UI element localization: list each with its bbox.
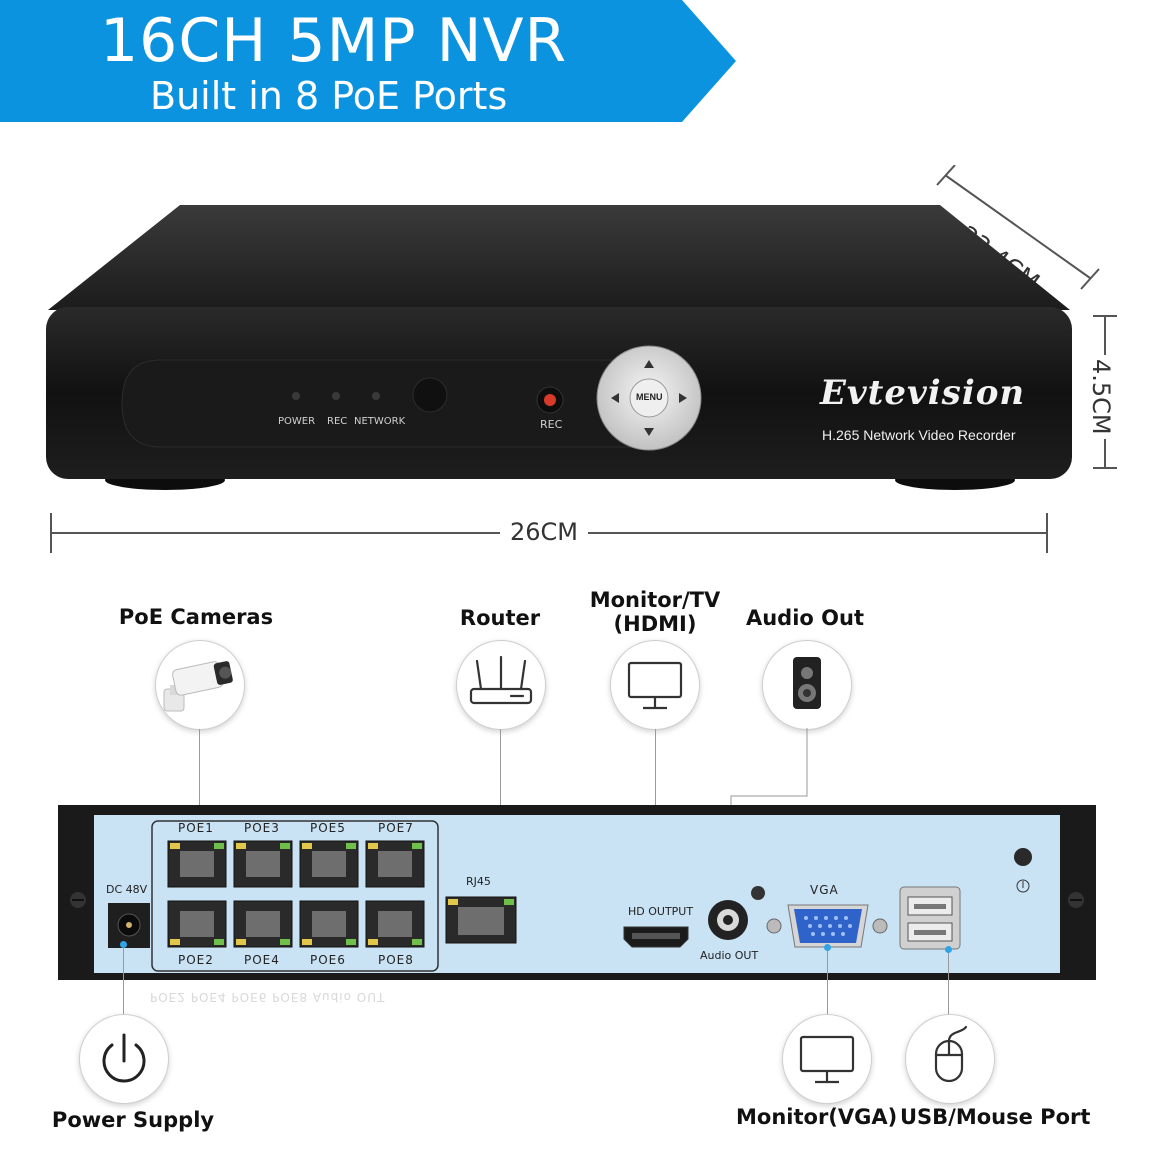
vga-connector-dot — [824, 944, 831, 951]
depth-dimension-line — [936, 165, 1100, 290]
header-banner: 16CH 5MP NVR Built in 8 PoE Ports — [0, 0, 740, 122]
rec-button-label: REC — [540, 418, 563, 431]
nvr-front-view: POWER REC NETWORK REC MENU Evtevision H.… — [40, 195, 1080, 495]
usb-mouse-port-label: USB/Mouse Port — [900, 1105, 1091, 1129]
usb-connector-line — [948, 950, 949, 1020]
poe6-label: POE6 — [310, 953, 346, 967]
panel-reflection: POE2 POE4 POE6 POE8 Audio OUT — [150, 990, 386, 1004]
camera-connector-line — [199, 729, 200, 819]
audio-out-label: Audio Out — [745, 606, 864, 630]
poe8-label: POE8 — [378, 953, 414, 967]
device-subtitle: H.265 Network Video Recorder — [822, 427, 1016, 443]
poe-cameras-label: PoE Cameras — [118, 605, 274, 629]
vga-monitor-icon — [782, 1014, 872, 1104]
vga-label: VGA — [810, 883, 839, 897]
banner-arrow-shape — [0, 0, 736, 122]
rj45-label: RJ45 — [466, 875, 491, 888]
usb-connector-dot — [945, 946, 952, 953]
router-label: Router — [459, 606, 541, 630]
poe1-label: POE1 — [178, 821, 214, 835]
router-icon — [456, 640, 546, 730]
nvr-rear-panel: DC 48V POE1 POE3 POE5 POE7 POE2 POE4 POE… — [58, 805, 1096, 980]
power-icon — [79, 1014, 169, 1104]
monitor-hdmi-label: Monitor/TV (HDMI) — [580, 588, 730, 636]
poe5-label: POE5 — [310, 821, 346, 835]
poe4-label: POE4 — [244, 953, 280, 967]
poe7-label: POE7 — [378, 821, 414, 835]
monitor-hdmi-label-line2: (HDMI) — [613, 612, 697, 636]
led-label-rec: REC — [327, 416, 348, 427]
menu-button-label: MENU — [636, 392, 663, 402]
poe2-label: POE2 — [178, 953, 214, 967]
brand-logo: Evtevision — [820, 373, 1026, 413]
monitor-icon — [610, 640, 700, 730]
monitor-vga-label: Monitor(VGA) — [736, 1105, 898, 1129]
poe3-label: POE3 — [244, 821, 280, 835]
led-label-power: POWER — [278, 416, 316, 427]
mouse-icon — [905, 1014, 995, 1104]
banner-subtitle: Built in 8 PoE Ports — [150, 74, 508, 118]
power-connector-line — [123, 945, 124, 1020]
power-connector-dot — [120, 941, 127, 948]
dc-input-label: DC 48V — [106, 883, 148, 896]
height-label: 4.5CM — [1087, 355, 1115, 439]
camera-icon — [155, 640, 245, 730]
vga-connector-line — [827, 948, 828, 1018]
power-supply-label: Power Supply — [51, 1108, 215, 1132]
audio-out-port-label: Audio OUT — [700, 949, 759, 962]
led-label-network: NETWORK — [354, 416, 406, 427]
speaker-icon — [762, 640, 852, 730]
width-label: 26CM — [500, 518, 589, 546]
hd-output-label: HD OUTPUT — [628, 905, 694, 918]
monitor-hdmi-label-line1: Monitor/TV — [589, 588, 721, 612]
banner-title: 16CH 5MP NVR — [100, 6, 568, 76]
